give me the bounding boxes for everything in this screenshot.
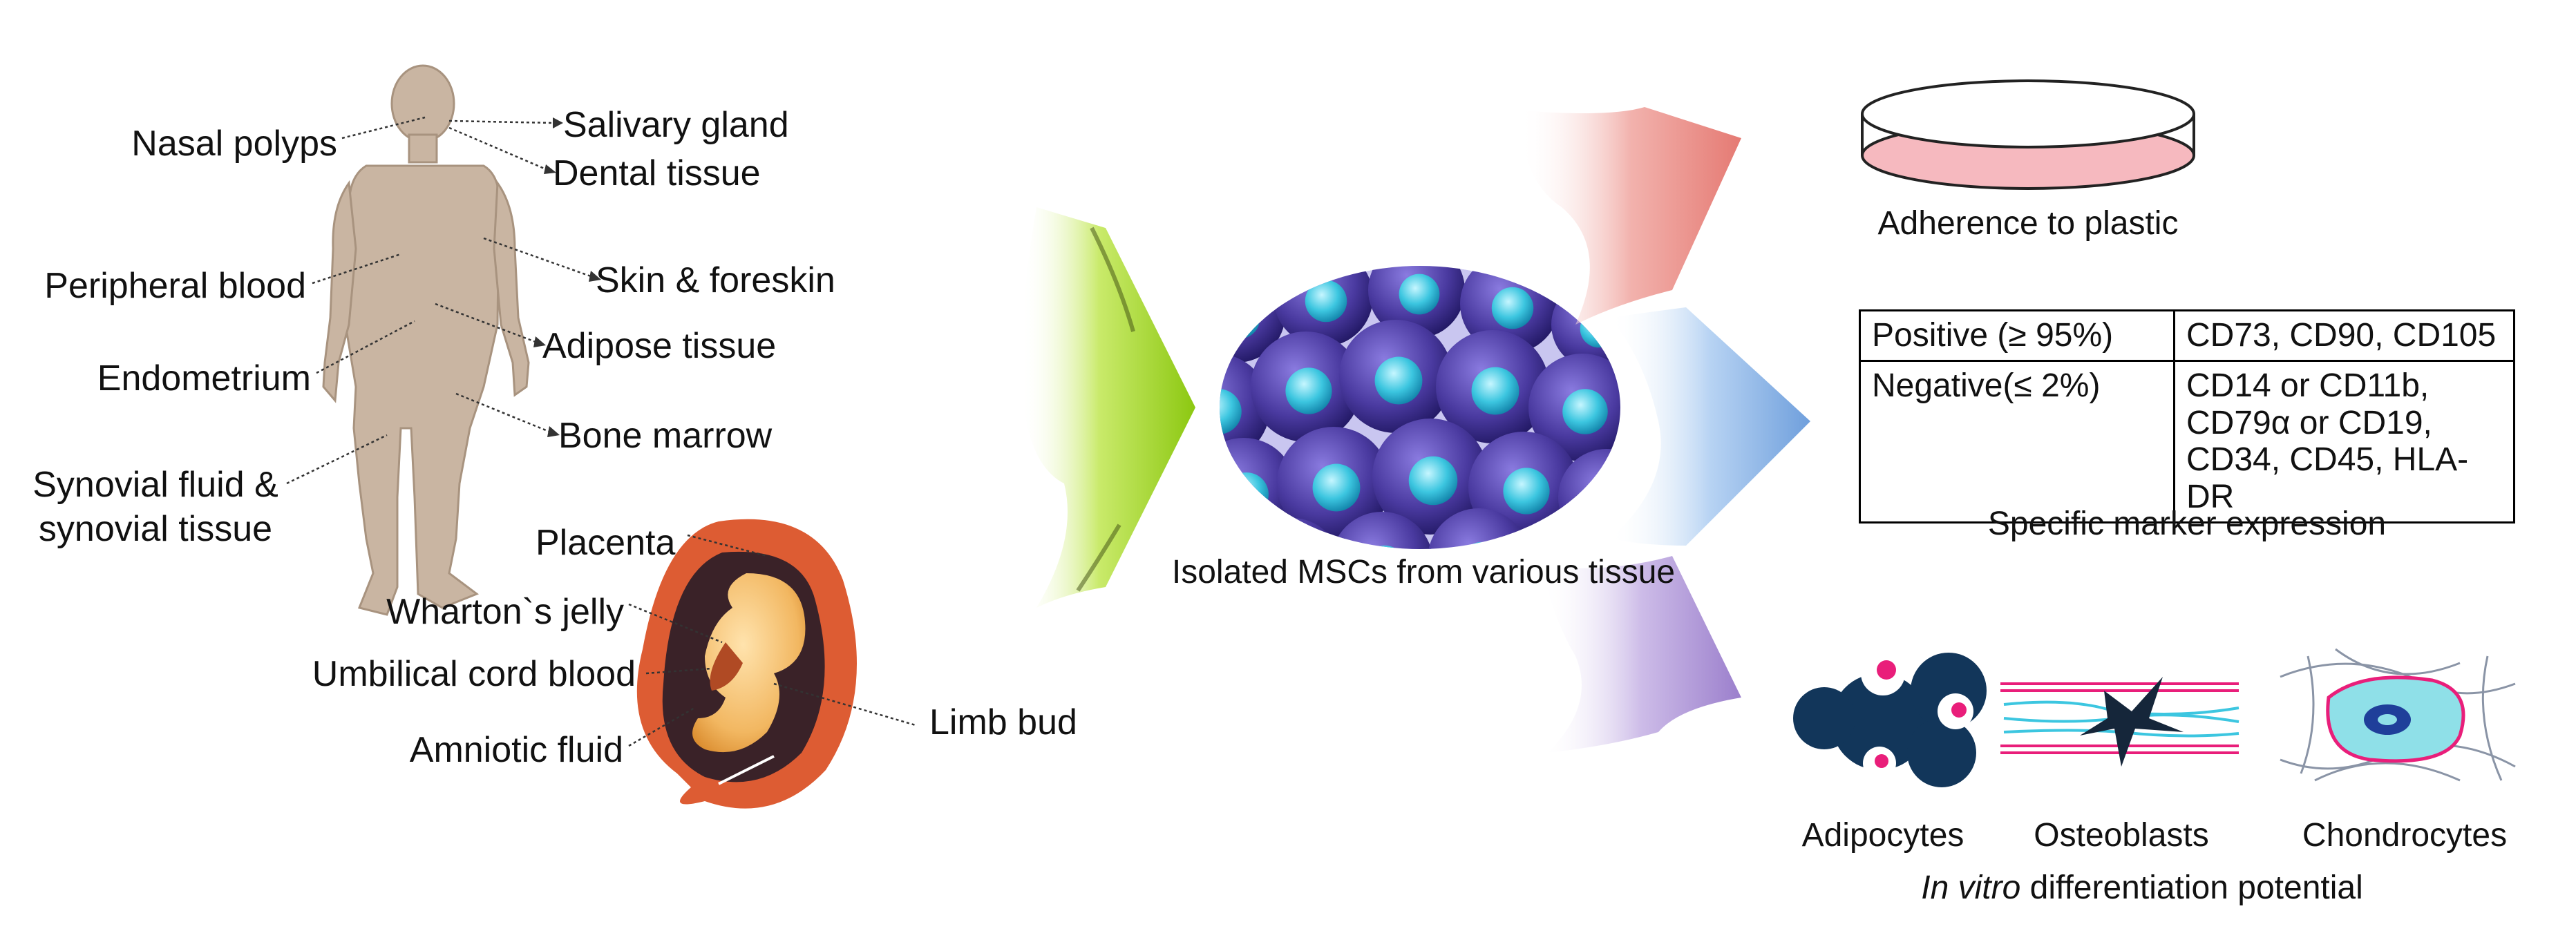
negative-line-2: CD79α or CD19, [2186, 404, 2432, 441]
label-dental-tissue: Dental tissue [553, 153, 761, 193]
label-limb-bud: Limb bud [929, 702, 1077, 742]
msc-nucleus [1491, 287, 1534, 329]
negative-key: Negative(≤ 2%) [1859, 359, 2175, 523]
msc-nucleus [1589, 481, 1620, 522]
msc-caption: Isolated MSCs from various tissue [1171, 554, 1676, 590]
label-endometrium: Endometrium [97, 358, 311, 398]
adherence-caption: Adherence to plastic [1877, 205, 2179, 242]
msc-nucleus [1305, 280, 1347, 323]
table-row: Positive (≥ 95%) CD73, CD90, CD105 [1859, 309, 2515, 362]
marker-arrow [1610, 307, 1810, 546]
label-adipocytes: Adipocytes [1801, 817, 1964, 854]
osteoblast-icon [2000, 677, 2239, 767]
msc-nucleus [1220, 389, 1242, 434]
label-peripheral-blood: Peripheral blood [44, 266, 306, 306]
label-adipose-tissue: Adipose tissue [542, 326, 777, 366]
msc-cell [1428, 508, 1530, 549]
negative-line-1: CD14 or CD11b, [2186, 367, 2430, 404]
msc-nucleus [1399, 273, 1440, 315]
msc-nucleus [1408, 456, 1458, 506]
differentiation-rest: differentiation potential [2020, 870, 2363, 906]
marker-caption: Specific marker expression [1987, 506, 2387, 542]
negative-value: CD14 or CD11b, CD79α or CD19, CD34, CD45… [2173, 359, 2515, 523]
label-skin-foreskin: Skin & foreskin [596, 260, 835, 300]
msc-nucleus [1224, 472, 1269, 517]
differentiation-arrow [1541, 556, 1741, 753]
label-placenta: Placenta [536, 523, 676, 563]
label-synovial-2: synovial tissue [38, 509, 273, 549]
msc-cell [1331, 512, 1433, 549]
human-body-figure [322, 64, 530, 616]
label-bone-marrow: Bone marrow [558, 416, 773, 456]
label-osteoblasts: Osteoblasts [2034, 817, 2209, 854]
adipocyte-icon [1793, 651, 1987, 787]
leader-lines [286, 116, 916, 747]
msc-nucleus [1471, 367, 1519, 415]
label-nasal-polyps: Nasal polyps [131, 124, 337, 164]
label-amniotic-fluid: Amniotic fluid [409, 730, 623, 770]
marker-table: Positive (≥ 95%) CD73, CD90, CD105 Negat… [1859, 309, 2515, 523]
msc-nucleus [1503, 468, 1550, 515]
petri-dish-icon [1861, 79, 2195, 190]
chondrocyte-icon [2280, 648, 2516, 782]
label-chondrocytes: Chondrocytes [2302, 817, 2508, 854]
msc-nucleus [1312, 463, 1361, 512]
label-salivary-gland: Salivary gland [563, 105, 789, 145]
leader-arrowheads [533, 117, 601, 437]
msc-nucleus [1374, 356, 1423, 405]
source-arrow-shadow-bottom [1076, 523, 1121, 592]
label-umbilical-cord-blood: Umbilical cord blood [312, 654, 636, 694]
label-whartons-jelly: Wharton`s jelly [386, 592, 624, 632]
label-synovial-1: Synovial fluid & [32, 465, 278, 505]
negative-line-3: CD34, CD45, HLA-DR [2186, 441, 2469, 515]
msc-nucleus [1285, 367, 1332, 414]
source-arrow [1021, 207, 1195, 608]
adherence-arrow [1520, 107, 1741, 325]
fetus-in-uterus [636, 519, 857, 809]
positive-key: Positive (≥ 95%) [1859, 309, 2175, 362]
msc-cell [1220, 354, 1270, 461]
msc-nucleus [1220, 298, 1260, 339]
positive-value: CD73, CD90, CD105 [2173, 309, 2515, 362]
table-row: Negative(≤ 2%) CD14 or CD11b, CD79α or C… [1859, 359, 2515, 523]
source-arrow-shadow [1090, 227, 1135, 332]
msc-nucleus [1562, 389, 1608, 434]
differentiation-italic: In vitro [1921, 870, 2021, 906]
differentiation-caption: In vitro differentiation potential [1797, 872, 2488, 905]
